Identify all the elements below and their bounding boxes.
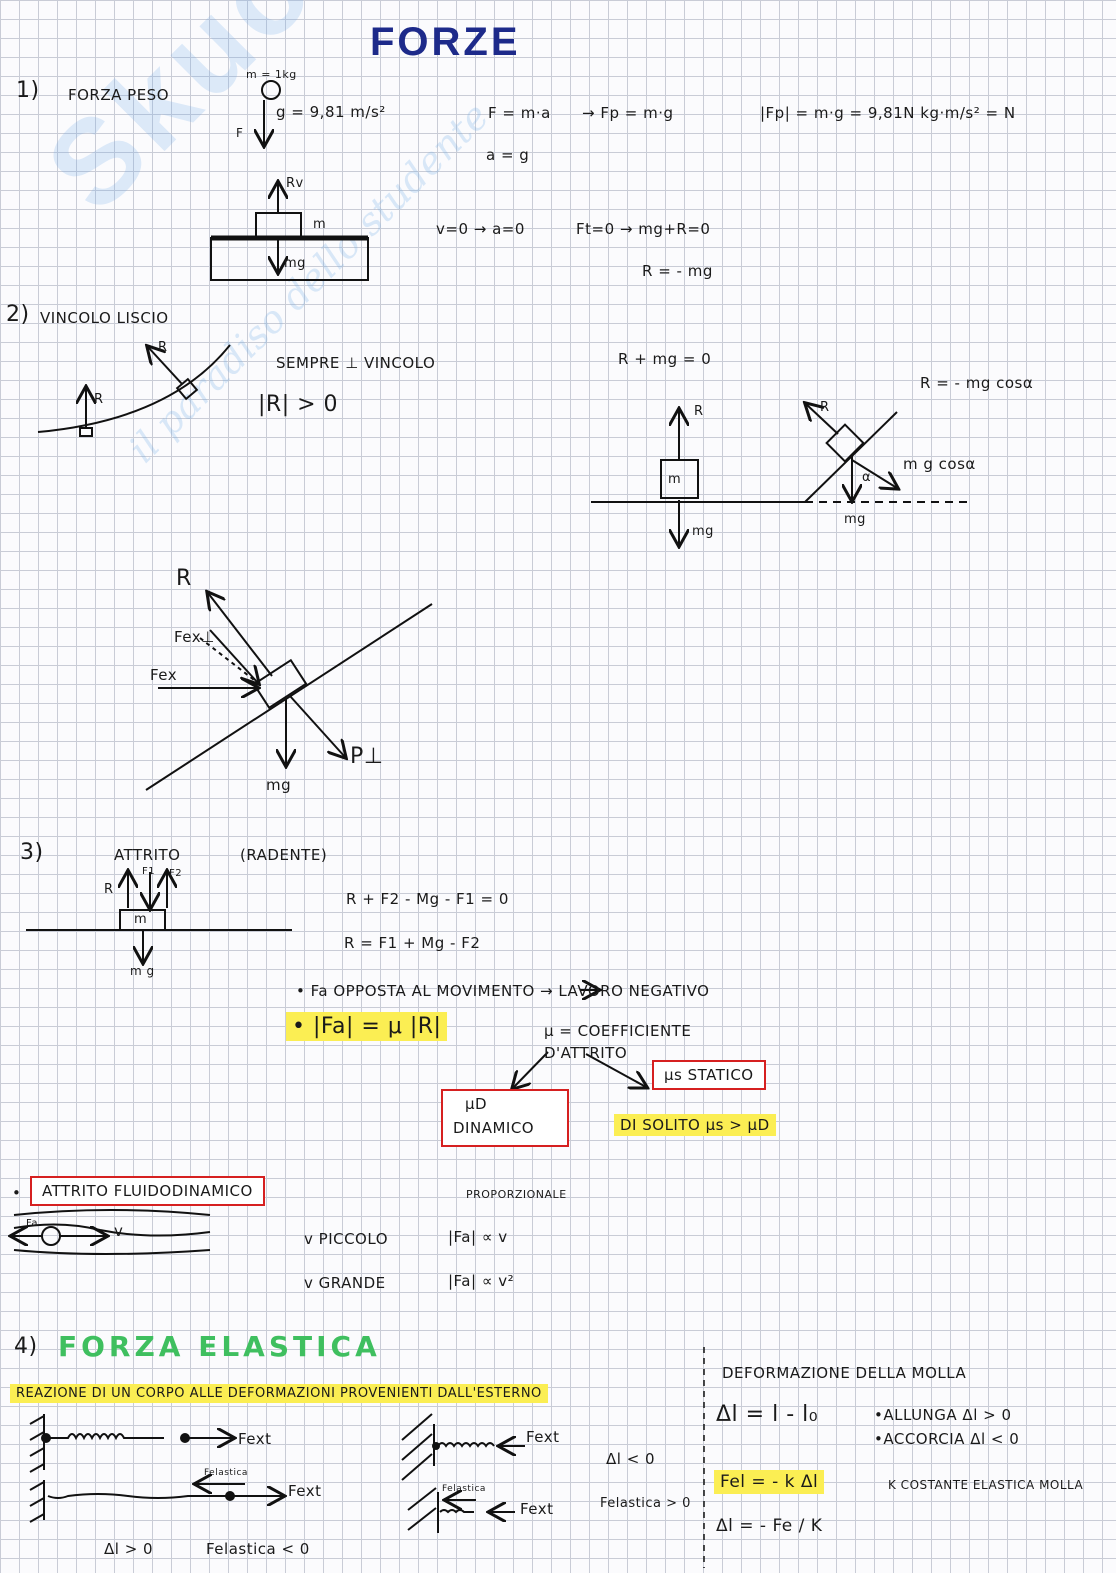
mu-usually: DI SOLITO μs > μD: [614, 1114, 776, 1136]
compress-note: •ACCORCIA Δl < 0: [874, 1430, 1020, 1448]
mg-label: mg: [284, 256, 306, 271]
fext-4: Fext: [520, 1500, 554, 1518]
proportional-label: PROPORZIONALE: [466, 1188, 567, 1201]
large-r-label: R: [176, 566, 192, 591]
mu-dynamic-box: μD DINAMICO: [441, 1089, 569, 1147]
eq-friction-2: R = F1 + Mg - F2: [344, 934, 481, 952]
flat-m-label: m: [668, 472, 682, 487]
flat-r-label: R: [694, 404, 704, 419]
sec1-heading: FORZA PESO: [68, 86, 170, 104]
eq-newton: F = m·a: [488, 104, 551, 122]
rv-label: Rv: [286, 176, 304, 191]
felastica-2: Felastica: [442, 1484, 486, 1494]
k-definition: K COSTANTE ELASTICA MOLLA: [888, 1478, 1084, 1492]
large-incline: [145, 603, 433, 791]
eq-a-g: a = g: [486, 146, 530, 164]
eq-friction-1: R + F2 - Mg - F1 = 0: [346, 890, 509, 908]
alpha-label: α: [862, 470, 872, 485]
flat-block: [660, 459, 699, 499]
eq-v0: v=0 → a=0: [436, 220, 525, 238]
incline-mg-label: mg: [844, 512, 866, 527]
falling-mass-icon: [261, 80, 281, 100]
sec3-number: 3): [20, 840, 44, 865]
dl-negative: Δl < 0: [606, 1450, 656, 1468]
mu-dynamic-label: DINAMICO: [453, 1119, 535, 1137]
friction-r-label: R: [104, 882, 114, 897]
v-large: v GRANDE: [304, 1274, 386, 1292]
felastica-negative: Felastica < 0: [206, 1540, 310, 1558]
felastica-positive: Felastica > 0: [600, 1496, 691, 1511]
sec2-heading: VINCOLO LISCIO: [40, 309, 169, 327]
g-value: g = 9,81 m/s²: [276, 103, 386, 121]
dl-positive: Δl > 0: [104, 1540, 154, 1558]
mu-static-box: μs STATICO: [652, 1060, 766, 1090]
p-perp-label: P⊥: [350, 744, 384, 769]
stretch-note: •ALLUNGA Δl > 0: [874, 1406, 1012, 1424]
fluid-v-label: v: [114, 1222, 124, 1240]
fex-label: Fex: [150, 666, 178, 684]
mass-label: m = 1kg: [246, 68, 297, 81]
fluid-heading: ATTRITO FLUIDODINAMICO: [30, 1176, 265, 1206]
dl-definition: Δl = l - l₀: [716, 1402, 819, 1427]
eq-ft0: Ft=0 → mg+R=0: [576, 220, 711, 238]
incline-block: [252, 658, 308, 710]
eq-r-mg: R = - mg: [642, 262, 713, 280]
fex-perp-label: Fex⊥: [174, 628, 215, 646]
sec2-number: 2): [6, 302, 30, 327]
curve-reaction-arrow: [148, 347, 183, 385]
curve-r-label-2: R: [94, 392, 104, 407]
sec1-number: 1): [16, 78, 40, 103]
friction-m-label: m: [134, 912, 148, 927]
fext-2: Fext: [288, 1482, 322, 1500]
fa-prop-v2: |Fa| ∝ v²: [448, 1272, 515, 1290]
dl-formula: Δl = - Fe / K: [716, 1516, 823, 1536]
abs-r: |R| > 0: [258, 392, 339, 417]
f2-label: F2: [169, 868, 183, 879]
sec4-heading: FORZA ELASTICA: [58, 1330, 381, 1363]
fluid-fa-label: Fa: [26, 1218, 38, 1229]
fa-description: • Fa OPPOSTA AL MOVIMENTO → LAVORO NEGAT…: [296, 982, 710, 1000]
spring-stretched: [48, 1433, 164, 1441]
large-mg-label: mg: [266, 776, 292, 794]
page-title: FORZE: [370, 20, 521, 64]
incline-r-label: R: [820, 400, 830, 415]
curved-constraint: [37, 344, 231, 433]
sec3-subheading: (RADENTE): [240, 846, 328, 864]
mu-dynamic-symbol: μD: [465, 1095, 488, 1113]
reaction-description: REAZIONE DI UN CORPO ALLE DEFORMAZIONI P…: [10, 1384, 548, 1403]
sec4-number: 4): [14, 1334, 38, 1359]
eq-r-cos: R = - mg cosα: [920, 374, 1034, 392]
v-small: v PICCOLO: [304, 1230, 388, 1248]
fa-formula: • |Fa| = μ |R|: [286, 1012, 448, 1041]
fa-prop-v: |Fa| ∝ v: [448, 1228, 508, 1246]
mg-cos-label: m g cosα: [903, 455, 976, 473]
fext-1: Fext: [238, 1430, 272, 1448]
friction-mg-label: m g: [130, 964, 155, 978]
eq-r-plus-mg: R + mg = 0: [618, 350, 712, 368]
curve-r-label: R: [158, 340, 168, 355]
block-on-curve: [175, 377, 199, 401]
always-perp: SEMPRE ⊥ VINCOLO: [276, 354, 436, 372]
eq-weight: → Fp = m·g: [582, 104, 674, 122]
eq-weight-magnitude: |Fp| = m·g = 9,81N kg·m/s² = N: [760, 104, 1016, 122]
m-label: m: [313, 217, 327, 232]
fext-3: Fext: [526, 1428, 560, 1446]
hooke-law: Fel = - k Δl: [714, 1470, 825, 1494]
fluid-bullet: •: [12, 1184, 22, 1202]
deformation-title: DEFORMAZIONE DELLA MOLLA: [722, 1364, 967, 1382]
sec3-heading: ATTRITO: [114, 846, 181, 864]
mu-definition: μ = COEFFICIENTE D'ATTRITO: [544, 1022, 692, 1062]
felastica-1: Felastica: [204, 1468, 248, 1478]
f1-label: F1: [142, 866, 156, 877]
flat-mg-label: mg: [692, 524, 714, 539]
block-on-table: [255, 212, 302, 239]
f-label: F: [236, 126, 244, 140]
